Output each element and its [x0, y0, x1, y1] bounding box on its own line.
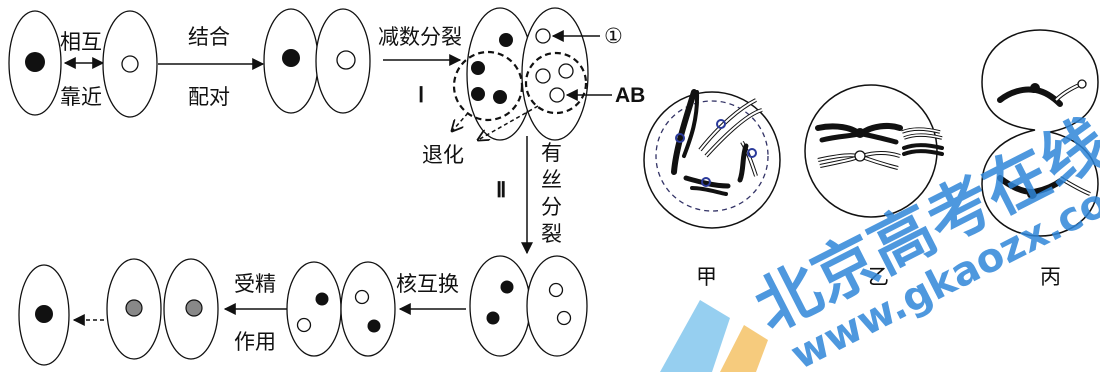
label-marker: ①	[604, 24, 623, 48]
label-mitosis-2: 丝	[541, 168, 562, 192]
label-ab: AB	[615, 84, 645, 107]
mitosis-result-cells	[469, 255, 588, 357]
label-approach-1: 相互	[60, 30, 102, 54]
label-cell-jia: 甲	[696, 265, 717, 289]
label-mitosis-3: 分	[541, 195, 562, 219]
degenerate-arrow-left	[452, 112, 469, 131]
degenerate-arrow-right	[478, 105, 539, 140]
label-combine: 结合	[188, 25, 230, 49]
cell-jia	[643, 89, 781, 229]
label-cell-yi: 乙	[868, 265, 889, 289]
degenerate-group-left	[452, 50, 524, 122]
label-fert-2: 作用	[234, 330, 276, 354]
meiosis-cells	[452, 7, 589, 141]
label-exchange: 核互换	[396, 272, 459, 296]
label-degenerate: 退化	[422, 143, 464, 167]
watermark-logo-shape-2	[720, 325, 768, 372]
label-meiosis: 减数分裂	[378, 25, 462, 49]
label-stage-1: Ⅰ	[418, 84, 424, 107]
cell-1-bottom	[18, 264, 70, 366]
label-fert-1: 受精	[234, 272, 276, 296]
label-approach-2: 靠近	[60, 85, 102, 109]
degenerate-group-right	[524, 51, 588, 115]
cell-1	[8, 10, 62, 116]
cell-bing	[981, 29, 1099, 237]
exchanged-cells	[286, 261, 396, 357]
cell-2	[102, 10, 158, 118]
fertilized-cells	[106, 258, 219, 360]
label-pair: 配对	[188, 85, 230, 109]
label-cell-bing: 丙	[1040, 265, 1061, 289]
label-mitosis-1: 有	[541, 141, 562, 165]
label-mitosis-4: 裂	[541, 222, 562, 246]
label-stage-2: Ⅱ	[496, 179, 506, 202]
cell-yi	[804, 84, 944, 218]
paired-cells	[263, 8, 371, 114]
watermark-logo-shape	[660, 300, 730, 372]
